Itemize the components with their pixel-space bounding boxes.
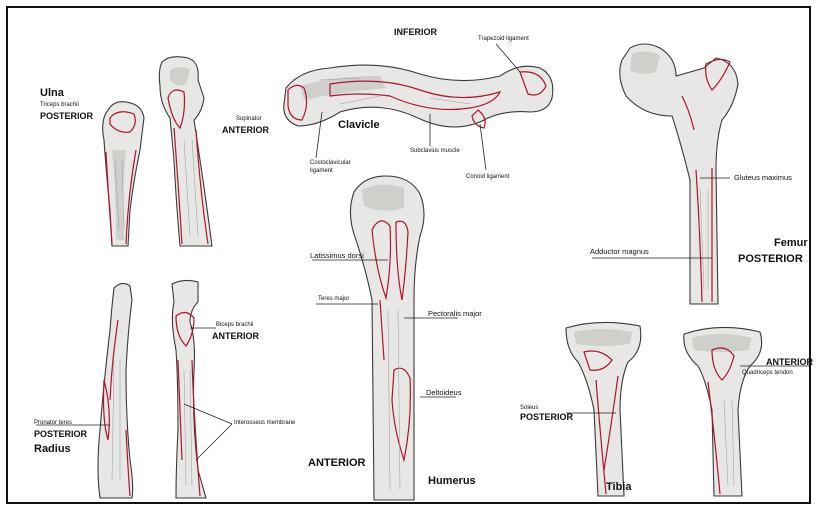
tibia-posterior-label: POSTERIOR bbox=[520, 413, 573, 422]
femur-gluteus-label: Gluteus maximus bbox=[734, 174, 792, 182]
radius-anterior-illustration bbox=[36, 280, 232, 498]
humerus-anterior-illustration bbox=[312, 176, 458, 500]
clavicle-inferior-label: INFERIOR bbox=[394, 28, 437, 37]
tibia-soleus-label: Soleus bbox=[520, 405, 538, 411]
tibia-anterior-label: ANTERIOR bbox=[766, 358, 813, 367]
humerus-title: Humerus bbox=[428, 476, 476, 487]
tibia-quadriceps-label: Quadriceps tendon bbox=[742, 370, 793, 376]
tibia-title: Tibia bbox=[606, 482, 631, 493]
humerus-latissimus-label: Latissimus dorsi bbox=[310, 252, 364, 260]
humerus-deltoideus-label: Deltoideus bbox=[426, 389, 461, 397]
clavicle-title: Clavicle bbox=[338, 120, 380, 131]
femur-adductor-label: Adductor magnus bbox=[590, 248, 649, 256]
radius-anterior-label: ANTERIOR bbox=[212, 332, 259, 341]
ulna-title: Ulna bbox=[40, 88, 64, 99]
femur-posterior-label: POSTERIOR bbox=[738, 254, 803, 265]
clavicle-costoclavicular-label-line2: ligament bbox=[310, 168, 333, 174]
ulna-posterior-illustration bbox=[103, 102, 144, 246]
radius-biceps-label: Biceps brachii bbox=[216, 322, 253, 328]
radius-posterior-label: POSTERIOR bbox=[34, 430, 87, 439]
tibia-posterior-illustration bbox=[566, 322, 641, 496]
ulna-posterior-label: POSTERIOR bbox=[40, 112, 93, 121]
radius-posterior-illustration bbox=[98, 283, 133, 498]
ulna-triceps-label: Triceps brachii bbox=[40, 102, 79, 108]
humerus-anterior-label: ANTERIOR bbox=[308, 458, 365, 469]
radius-interosseus-label: Interosseus membrane bbox=[234, 420, 295, 426]
humerus-teres-label: Teres major bbox=[318, 296, 349, 302]
radius-title: Radius bbox=[34, 444, 71, 455]
ulna-anterior-illustration bbox=[159, 57, 212, 246]
femur-title: Femur bbox=[774, 238, 808, 249]
humerus-pectoralis-label: Pectoralis major bbox=[428, 310, 482, 318]
tibia-anterior-illustration bbox=[684, 327, 810, 496]
clavicle-conoid-label: Conoid ligament bbox=[466, 174, 509, 180]
clavicle-trapezoid-label: Trapezoid ligament bbox=[478, 36, 529, 42]
femur-posterior-illustration bbox=[592, 44, 738, 304]
clavicle-subclavius-label: Subclavius muscle bbox=[410, 148, 460, 154]
radius-pronator-label: Pronator teres bbox=[34, 420, 72, 426]
clavicle-costoclavicular-label: Costoclavicular bbox=[310, 160, 351, 166]
ulna-anterior-label: ANTERIOR bbox=[222, 126, 269, 135]
ulna-supinator-label: Supinator bbox=[236, 116, 262, 122]
